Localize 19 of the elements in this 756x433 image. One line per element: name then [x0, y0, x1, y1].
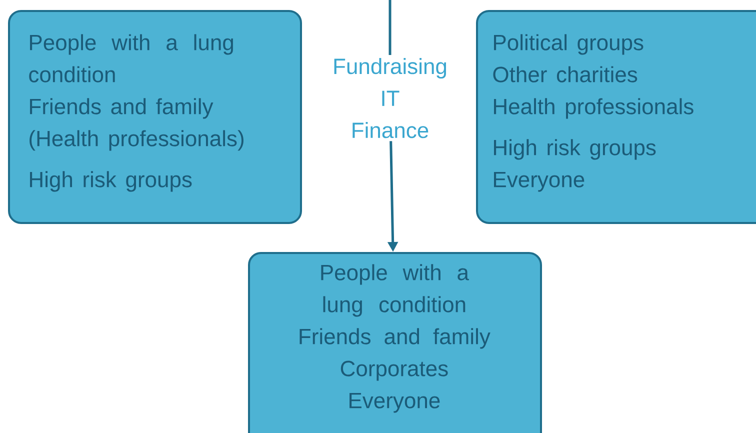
- list-item: Fundraising: [334, 58, 446, 78]
- list-item: People with a lung condition: [29, 34, 233, 82]
- list-item: Friends and family: [300, 328, 490, 349]
- list-item: People with a lung condition: [321, 264, 469, 317]
- list-item: Health professionals: [494, 98, 694, 119]
- list-item: (Health professionals): [30, 130, 244, 151]
- list-item: High risk groups: [30, 171, 192, 192]
- list-item: Finance: [352, 122, 428, 138]
- list-item: Everyone: [494, 172, 584, 192]
- list-item: Friends and family: [30, 98, 214, 119]
- text-box: [248, 252, 542, 433]
- list-item: Other charities: [493, 66, 638, 82]
- list-item: High risk groups: [494, 139, 656, 160]
- text-box: [8, 10, 302, 224]
- list-item: Political groups: [494, 34, 644, 55]
- text-box: [476, 10, 756, 224]
- list-item: IT: [382, 90, 400, 106]
- list-item: Everyone: [350, 393, 440, 413]
- list-item: Corporates: [340, 360, 448, 381]
